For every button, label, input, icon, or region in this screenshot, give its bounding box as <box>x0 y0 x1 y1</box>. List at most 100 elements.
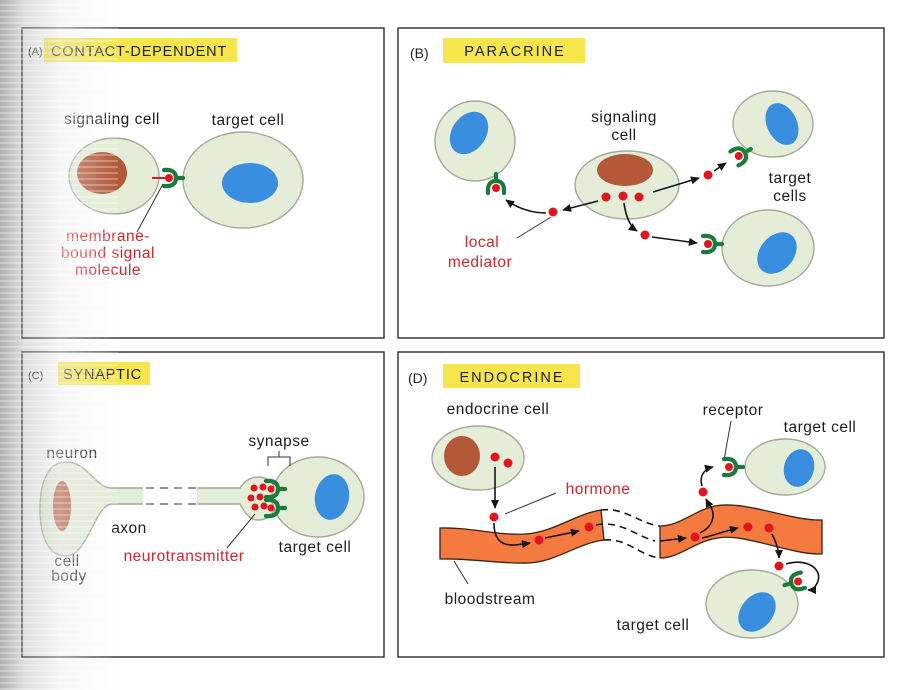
hormone-molecule <box>490 452 500 462</box>
hormone-molecule <box>774 561 784 571</box>
receptor-with-signal <box>266 500 285 516</box>
mediator-leader-line <box>516 216 552 239</box>
axon-label: axon <box>111 520 147 537</box>
signal-molecule <box>165 174 173 182</box>
target-cell-label: target cell <box>212 112 285 129</box>
local-mediator-molecule <box>548 207 558 217</box>
neurotransmitter-molecule <box>259 483 267 491</box>
panel-title: PARACRINE <box>464 44 566 60</box>
hormone-molecule <box>584 522 594 532</box>
receptor-with-signal <box>164 170 183 186</box>
hormone-molecule <box>489 512 499 522</box>
neurotransmitter-molecule <box>267 485 275 493</box>
circulation-arrow <box>701 525 739 539</box>
local-mediator-molecule <box>618 191 628 201</box>
exit-arrow <box>699 498 714 534</box>
receptor-label: receptor <box>703 402 764 419</box>
neurotransmitter-leader-line <box>226 513 256 549</box>
bloodstream-break-bottom <box>603 539 661 559</box>
circulation-arrow <box>659 534 687 543</box>
panel-title: SYNAPTIC <box>63 367 142 383</box>
signaling-cell-label-line-1: signaling <box>591 109 657 126</box>
bloodstream-leader-line <box>453 560 469 585</box>
receptor-with-signal <box>703 236 722 252</box>
circulation-arrow <box>544 528 580 539</box>
neurotransmitter-molecule <box>247 494 255 502</box>
exit-arrow <box>700 464 714 487</box>
target-cell-nucleus <box>765 103 799 145</box>
mediator-label-line-2: mediator <box>448 254 512 271</box>
diffusion-arrow <box>651 236 698 246</box>
title-highlight <box>443 38 585 63</box>
synapse-label: synapse <box>248 433 309 450</box>
panel-letter: (B) <box>410 45 429 61</box>
diffusion-arrow <box>623 202 638 232</box>
neurotransmitter-label: neurotransmitter <box>124 548 245 565</box>
bloodstream-label: bloodstream <box>445 591 536 608</box>
hormone-molecule <box>794 577 803 586</box>
target-cells-label-line-2: cells <box>773 188 807 205</box>
local-mediator-molecule <box>601 192 611 202</box>
hormone-molecule <box>725 463 733 471</box>
target-cell-nucleus <box>783 449 815 487</box>
receptor-with-signal <box>266 481 285 497</box>
hormone-molecule <box>743 522 753 532</box>
neurotransmitter-molecule <box>250 484 258 492</box>
target-cell-label: target cell <box>279 539 352 556</box>
signal-molecule <box>734 152 743 160</box>
diffusion-arrow <box>505 199 547 214</box>
hormone-molecule <box>698 487 708 497</box>
local-mediator-molecule <box>634 192 644 202</box>
signaling-cell-nucleus <box>597 154 653 186</box>
endocrine-cell-label: endocrine cell <box>447 401 550 418</box>
signal-label-line-1: membrane- <box>66 228 150 245</box>
receptor-with-signal <box>724 459 743 475</box>
target-cell-nucleus <box>738 592 776 632</box>
bloodstream-break-top <box>600 508 661 527</box>
panel-title: CONTACT-DEPENDENT <box>51 44 227 60</box>
receptor-with-signal <box>488 174 504 193</box>
signal-label-line-2: bound signal <box>61 245 155 262</box>
circulation-arrow-break <box>595 523 656 542</box>
panel-contact-dependent: (A) CONTACT-DEPENDENT signaling cell tar… <box>21 27 385 339</box>
circulation-arrow <box>493 522 531 549</box>
target-cells-label-line-1: target <box>769 170 812 187</box>
neurotransmitter-molecule <box>260 502 268 510</box>
panel-title: ENDOCRINE <box>459 370 564 386</box>
panel-paracrine: (B) PARACRINE signaling cell local media… <box>397 27 885 339</box>
hormone-molecule <box>764 523 774 533</box>
hormone-leader-line <box>504 492 557 515</box>
diffusion-arrow <box>713 162 727 172</box>
signaling-cell-label: signaling cell <box>64 111 160 128</box>
signaling-cell-label-line-2: cell <box>611 127 636 144</box>
title-highlight <box>443 364 580 388</box>
panel-endocrine: (D) ENDOCRINE bloodstream endocrine cell… <box>397 351 885 658</box>
neurotransmitter-molecule <box>256 493 264 501</box>
target-cell-top-label: target cell <box>784 419 857 436</box>
receptor-with-signal <box>782 572 805 593</box>
target-cell-nucleus <box>757 232 797 274</box>
exit-arrow <box>771 533 784 559</box>
signal-leader-line <box>136 183 164 233</box>
signal-label-line-3: molecule <box>75 262 141 279</box>
receptor-with-signal <box>730 142 755 166</box>
diffusion-arrow <box>652 176 700 193</box>
panel-synaptic: (C) SYNAPTIC neuron axon cell body <box>21 351 385 658</box>
receptor-leader-line <box>723 420 732 461</box>
target-cell-bottom-label: target cell <box>617 617 690 634</box>
exit-arrow <box>785 561 820 595</box>
neuron-nucleus <box>53 481 71 531</box>
panel-frame <box>397 351 885 658</box>
hormone-molecule <box>534 535 544 545</box>
endocrine-cell-nucleus <box>444 436 480 476</box>
signal-molecule <box>704 240 712 248</box>
local-mediator-molecule <box>703 170 713 180</box>
mediator-label-line-1: local <box>465 234 499 251</box>
panel-letter: (A) <box>28 46 43 58</box>
hormone-molecule <box>690 532 700 542</box>
signaling-cell-nucleus <box>77 152 127 194</box>
local-mediator-molecule <box>640 230 650 240</box>
panel-letter: (D) <box>408 370 427 386</box>
signal-molecule <box>492 184 500 192</box>
